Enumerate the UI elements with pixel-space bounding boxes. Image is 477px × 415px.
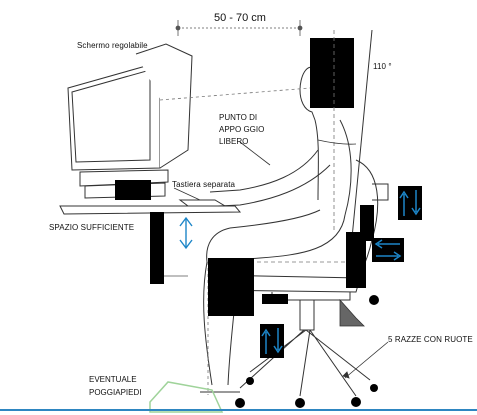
angle-arc (317, 139, 357, 145)
support-label-line3: LIBERO (219, 137, 249, 146)
arrow-up-down-icon (398, 186, 422, 220)
leader-lines (173, 141, 389, 379)
chair-back-block (346, 232, 366, 288)
lumbar-block (360, 205, 374, 241)
chair-wheels (235, 377, 378, 408)
chair-base-label: 5 RAZZE CON RUOTE (388, 335, 473, 344)
space-label: SPAZIO SUFFICIENTE (49, 223, 135, 232)
monitor (67, 43, 193, 199)
seat-lever (339, 298, 365, 327)
support-label-line1: PUNTO DI (219, 113, 258, 122)
arrow-left-right-icon (372, 238, 404, 262)
seat-height-arrow-icon (260, 324, 284, 358)
footrest (149, 381, 224, 413)
chair-wheel-icon (369, 295, 379, 305)
armrest-block (262, 294, 288, 304)
viewing-line (159, 87, 311, 101)
monitor-base-block (115, 180, 151, 200)
support-label-line2: APPO GGIO (219, 125, 265, 134)
screen-label: Schermo regolabile (77, 41, 148, 50)
chair-seat-block (208, 258, 254, 316)
double-arrow-vertical-icon (179, 216, 193, 250)
distance-label: 50 - 70 cm (214, 12, 266, 24)
backrest-line (351, 29, 373, 239)
footrest-label-line2: POGGIAPIEDI (89, 388, 142, 397)
angle-label: 110 ° (373, 62, 392, 71)
keyboard-label: Tastiera separata (172, 180, 236, 189)
desk-leg (150, 212, 164, 284)
footrest-label-line1: EVENTUALE (89, 375, 137, 384)
distance-dimension (175, 20, 303, 36)
person-head-block (310, 38, 354, 108)
desk (59, 199, 242, 215)
